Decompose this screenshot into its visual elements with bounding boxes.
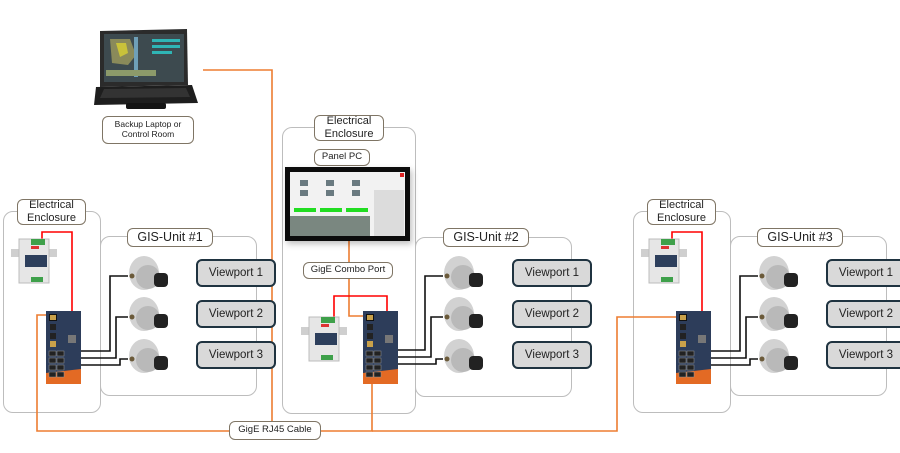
camera-icon: [756, 294, 802, 336]
industrial-ethernet-switch-icon: [46, 311, 81, 384]
camera-icon: [126, 294, 172, 336]
gis-unit-1-label: GIS-Unit #1: [127, 228, 213, 247]
rugged-laptop-icon: [92, 25, 202, 111]
site1-camera1-cable: [73, 275, 128, 352]
site2-power-cable: [333, 295, 388, 321]
site1-camera3-cable: [73, 358, 128, 366]
site2-network-cable-east: [372, 316, 681, 432]
site3-camera2-cable: [703, 316, 758, 359]
camera-icon: [126, 253, 172, 295]
viewport-box: Viewport 1: [826, 259, 900, 287]
enclosure-2-label: Electrical Enclosure: [314, 115, 384, 141]
enclosure-1-label: Electrical Enclosure: [17, 199, 86, 225]
site2-camera3-cable: [383, 358, 443, 365]
camera-icon: [441, 294, 487, 336]
site1-power-cable: [41, 231, 73, 311]
viewport-box: Viewport 2: [512, 300, 592, 328]
viewport-box: Viewport 1: [196, 259, 276, 287]
din-rail-power-supply-icon: [641, 235, 687, 285]
site1-network-cable: [36, 314, 229, 432]
laptop-label: Backup Laptop or Control Room: [102, 116, 194, 144]
viewport-box: Viewport 2: [196, 300, 276, 328]
gige-rj45-cable-label: GigE RJ45 Cable: [229, 421, 321, 440]
panel-pc-icon: [285, 167, 410, 241]
viewport-box: Viewport 3: [196, 341, 276, 369]
enclosure-3-label: Electrical Enclosure: [647, 199, 716, 225]
site1-camera2-cable: [73, 316, 128, 359]
site2-camera1-cable: [383, 275, 443, 351]
site3-camera3-cable: [703, 358, 758, 366]
gis-unit-2-label: GIS-Unit #2: [443, 228, 529, 247]
din-rail-power-supply-icon: [11, 235, 57, 285]
viewport-box: Viewport 3: [826, 341, 900, 369]
camera-icon: [441, 336, 487, 378]
industrial-ethernet-switch-icon: [676, 311, 711, 384]
camera-icon: [756, 253, 802, 295]
din-rail-power-supply-icon: [301, 313, 347, 363]
site3-power-cable: [671, 231, 703, 311]
camera-icon: [441, 253, 487, 295]
camera-icon: [756, 336, 802, 378]
gige-combo-port-label: GigE Combo Port: [303, 262, 393, 279]
viewport-box: Viewport 1: [512, 259, 592, 287]
camera-icon: [126, 336, 172, 378]
viewport-box: Viewport 3: [512, 341, 592, 369]
site2-camera2-cable: [383, 316, 443, 358]
gis-unit-3-label: GIS-Unit #3: [757, 228, 843, 247]
industrial-ethernet-switch-icon: [363, 311, 398, 384]
combo-to-switch-cable: [348, 279, 367, 317]
panel-pc-label: Panel PC: [314, 149, 370, 166]
site3-camera1-cable: [703, 275, 758, 352]
viewport-box: Viewport 2: [826, 300, 900, 328]
laptop-network-cable: [203, 69, 273, 432]
